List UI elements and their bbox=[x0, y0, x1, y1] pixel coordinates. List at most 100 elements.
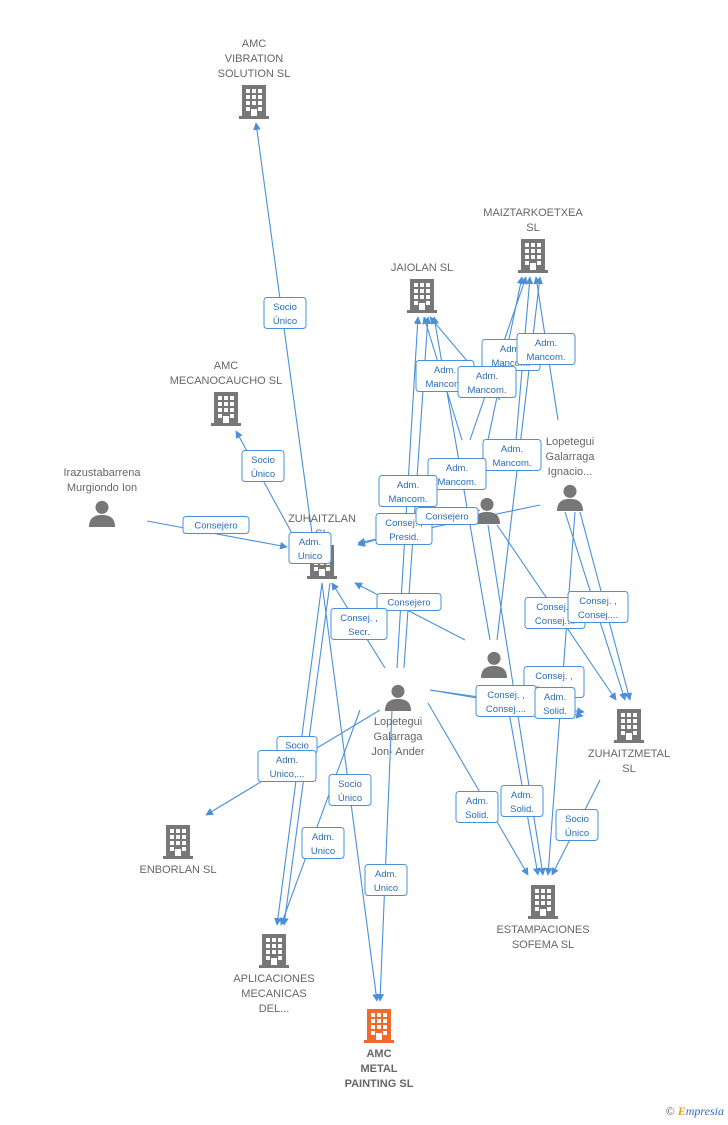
relation-box-frame bbox=[328, 774, 372, 806]
relation-label: Socio bbox=[285, 741, 309, 752]
node-label: AMC bbox=[214, 360, 239, 372]
relation-label: Mancom. bbox=[437, 477, 476, 488]
relation-label: Adm. bbox=[476, 371, 498, 382]
node-label: AMC bbox=[366, 1048, 391, 1060]
building-icon bbox=[163, 825, 193, 859]
relation-box[interactable]: Adm.Mancom. bbox=[378, 475, 438, 507]
relation-box-frame bbox=[500, 785, 544, 817]
node-label: ZUHAITZLAN bbox=[288, 513, 356, 525]
node-aplicaciones[interactable]: APLICACIONESMECANICASDEL... bbox=[233, 934, 315, 1015]
relation-label: Socio bbox=[565, 814, 589, 825]
relation-box[interactable]: Consej. ,Secr. bbox=[330, 608, 388, 640]
building-icon bbox=[211, 392, 241, 426]
relation-label: Consej. , bbox=[535, 671, 573, 682]
building-icon bbox=[407, 279, 437, 313]
relation-box[interactable]: Adm.Unico bbox=[364, 864, 408, 896]
node-label: PAINTING SL bbox=[345, 1078, 414, 1090]
relation-label: Consej. , bbox=[340, 613, 378, 624]
node-label: Lopetegui bbox=[374, 716, 422, 728]
relation-box[interactable]: Consej. ,Consej.... bbox=[567, 591, 629, 623]
person-icon bbox=[384, 684, 412, 711]
node-label: MECANICAS bbox=[241, 988, 306, 1000]
relation-box-frame bbox=[457, 366, 517, 398]
relation-box-frame bbox=[378, 475, 438, 507]
node-enborlan[interactable]: ENBORLAN SL bbox=[139, 825, 217, 876]
relation-label: Consejero bbox=[425, 512, 468, 523]
relation-label: Unico,... bbox=[270, 769, 305, 780]
node-lopetegui-aitor[interactable] bbox=[480, 651, 508, 678]
node-jaiolan[interactable]: JAIOLAN SL bbox=[391, 262, 453, 313]
edge-line bbox=[427, 702, 529, 876]
relation-box[interactable]: Adm.Mancom. bbox=[482, 439, 542, 471]
relation-label: Mancom. bbox=[492, 458, 531, 469]
relation-box[interactable]: Adm. Mancom. bbox=[457, 366, 517, 398]
person-icon bbox=[88, 500, 116, 527]
node-label: MECANOCAUCHO SL bbox=[170, 375, 282, 387]
relation-box[interactable]: Consejero bbox=[415, 507, 479, 525]
relation-label: Consejero bbox=[387, 598, 430, 609]
relation-label: Adm. bbox=[511, 790, 533, 801]
relation-box-frame bbox=[516, 333, 576, 365]
relation-label: Adm. bbox=[500, 344, 522, 355]
relation-label: Unico bbox=[298, 551, 322, 562]
relation-label: Único bbox=[251, 469, 275, 480]
relation-box[interactable]: Adm.Mancom. bbox=[516, 333, 576, 365]
relation-box[interactable]: Consej. ,Consej.... bbox=[475, 685, 537, 717]
relation-box[interactable]: Adm.Solid. bbox=[455, 791, 499, 823]
relation-label: Socio bbox=[273, 302, 297, 313]
relation-box[interactable]: Adm.Solid. bbox=[534, 687, 576, 719]
node-label: Murgiondo Ion bbox=[67, 482, 137, 494]
node-label: Irazustabarrena bbox=[63, 467, 141, 479]
node-label: MAIZTARKOETXEA bbox=[483, 207, 583, 219]
building-icon bbox=[518, 239, 548, 273]
relation-label: Adm. bbox=[446, 463, 468, 474]
relation-label: Solid. bbox=[543, 706, 567, 717]
node-label: Lopetegui bbox=[546, 436, 594, 448]
relation-label: Consej. , bbox=[385, 518, 423, 529]
relation-box-frame bbox=[482, 439, 542, 471]
relation-box-frame bbox=[301, 827, 345, 859]
relation-box[interactable]: Consejero bbox=[376, 593, 442, 611]
relation-label: Consejero bbox=[194, 521, 237, 532]
relations-layer: SocioÚnicoSocioÚnicoConsejeroAdm.UnicoAd… bbox=[182, 297, 629, 896]
relation-box[interactable]: Consejero bbox=[182, 516, 250, 534]
relation-box-frame bbox=[182, 516, 250, 534]
relation-box[interactable]: Adm.Solid. bbox=[500, 785, 544, 817]
node-lopetegui-ignacio[interactable]: LopeteguiGalarragaIgnacio... bbox=[546, 436, 596, 511]
node-label: ENBORLAN SL bbox=[139, 864, 216, 876]
relation-box[interactable]: Adm.Unico bbox=[301, 827, 345, 859]
node-label: VIBRATION bbox=[225, 53, 284, 65]
relation-label: Consej.... bbox=[535, 616, 575, 627]
relation-box[interactable]: Adm. Mancom. bbox=[427, 458, 487, 490]
relation-box-frame bbox=[241, 450, 285, 482]
node-label: Galarraga bbox=[374, 731, 424, 743]
footer-brand[interactable]: ©Empresia bbox=[666, 1104, 724, 1119]
relation-label: Adm. bbox=[375, 869, 397, 880]
relation-label: Mancom. bbox=[425, 379, 464, 390]
building-icon bbox=[364, 1009, 394, 1043]
relation-box-frame bbox=[415, 507, 479, 525]
relation-label: Mancom. bbox=[467, 385, 506, 396]
node-label: Jon- Ander bbox=[371, 746, 425, 758]
edge-line bbox=[376, 709, 393, 1002]
node-amc-mecanocaucho[interactable]: AMC MECANOCAUCHO SL bbox=[170, 360, 282, 426]
building-icon bbox=[259, 934, 289, 968]
relation-label: Consej. , bbox=[536, 602, 574, 613]
node-label: ZUHAITZMETAL bbox=[588, 748, 670, 760]
relation-box-frame bbox=[364, 864, 408, 896]
relation-box[interactable]: Adm.Unico,... bbox=[257, 750, 317, 782]
relation-box[interactable]: Adm.Unico bbox=[288, 532, 332, 564]
relation-box-frame bbox=[567, 591, 629, 623]
relation-box-frame bbox=[427, 458, 487, 490]
